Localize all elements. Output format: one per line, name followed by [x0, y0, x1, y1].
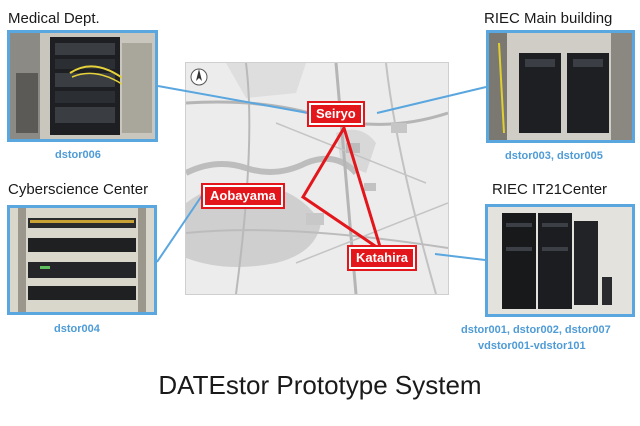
connector-medical-seiryo	[157, 85, 309, 114]
photo-riec-it21	[485, 204, 635, 317]
server-rack-image	[10, 33, 155, 139]
photo-medical-dept	[7, 30, 158, 142]
site-title-cyberscience: Cyberscience Center	[8, 181, 149, 198]
caption-riec-main: dstor003, dstor005	[505, 150, 603, 162]
node-label-aobayama: Aobayama	[201, 183, 285, 209]
north-arrow-icon	[190, 68, 208, 86]
site-title-riec-it21: RIEC IT21Center	[492, 181, 608, 198]
caption-medical: dstor006	[55, 149, 101, 161]
connector-riecmain-seiryo	[376, 86, 487, 114]
server-rack-image	[488, 207, 632, 314]
site-title-medical: Medical Dept.	[8, 10, 100, 27]
caption-cyberscience: dstor004	[54, 323, 100, 335]
photo-riec-main	[486, 30, 635, 143]
node-label-seiryo: Seiryo	[307, 101, 365, 127]
connector-cyberscience-aobayama	[156, 193, 204, 263]
caption-riec-it21-line1: dstor001, dstor002, dstor007	[461, 324, 611, 336]
photo-cyberscience	[7, 205, 157, 315]
node-label-katahira: Katahira	[346, 245, 418, 271]
page-title: DATEstor Prototype System	[158, 370, 482, 400]
campus-map	[185, 62, 449, 295]
site-title-riec-main: RIEC Main building	[484, 10, 613, 27]
connector-riecit21-katahira	[434, 253, 486, 261]
campus-link-triangle	[300, 124, 384, 254]
server-rack-image	[10, 208, 154, 312]
caption-riec-it21-line2: vdstor001-vdstor101	[478, 340, 586, 352]
server-rack-image	[489, 33, 632, 140]
